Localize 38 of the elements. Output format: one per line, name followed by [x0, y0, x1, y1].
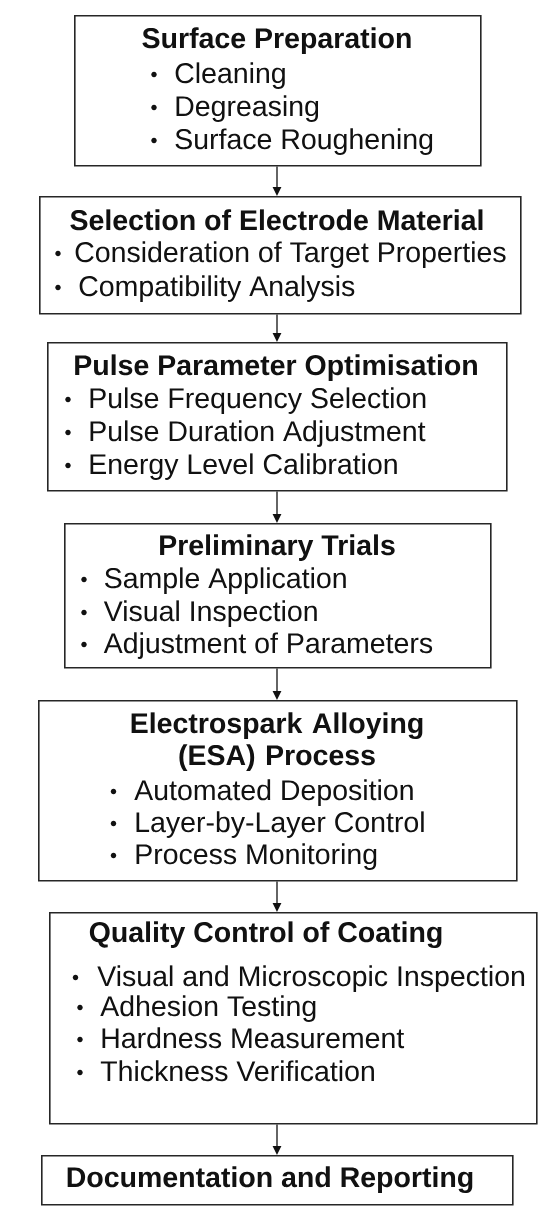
list-item: Pulse Frequency Selection — [90, 387, 426, 414]
list-item: Process Monitoring — [136, 843, 377, 870]
list-item: Automated Deposition — [134, 779, 413, 806]
list-item: Cleaning — [175, 62, 285, 89]
arrow — [272, 313, 282, 342]
step-heading: Electrospark Alloying (ESA) Process — [131, 712, 423, 771]
list-item: Sample Application — [105, 567, 346, 594]
arrow — [272, 490, 282, 523]
step-heading: Documentation and Reporting — [67, 1166, 473, 1194]
list-item: Pulse Duration Adjustment — [90, 420, 426, 447]
process-box — [74, 15, 482, 167]
arrow — [272, 1123, 282, 1155]
arrow — [272, 667, 282, 700]
list-item: Visual Inspection — [103, 600, 317, 627]
list-item: Layer-by-Layer Control — [136, 811, 424, 838]
list-item: Adhesion Testing — [100, 995, 316, 1022]
list-item: Compatibility Analysis — [79, 275, 355, 302]
step-heading: Selection of Electrode Material — [70, 209, 483, 231]
process-box — [49, 912, 538, 1125]
arrow — [272, 880, 282, 912]
list-item: Thickness Verification — [100, 1060, 374, 1082]
list-item: Surface Roughening — [175, 128, 433, 155]
process-box — [64, 523, 492, 669]
process-box — [39, 196, 522, 315]
arrow — [272, 165, 282, 196]
step-heading: Quality Control of Coating — [89, 921, 442, 949]
process-box — [47, 342, 508, 492]
list-item: Degreasing — [176, 95, 319, 122]
list-item: Consideration of Target Properties — [75, 241, 506, 268]
process-box — [38, 700, 518, 882]
step-heading: Preliminary Trials — [160, 534, 395, 561]
list-item: Hardness Measurement — [102, 1027, 405, 1049]
process-box — [41, 1155, 514, 1206]
step-heading: Pulse Parameter Optimisation — [75, 354, 477, 381]
list-item: Energy Level Calibration — [90, 453, 397, 480]
list-item: Visual and Microscopic Inspection — [97, 965, 525, 992]
step-heading: Surface Preparation — [142, 27, 411, 54]
list-item: Adjustment of Parameters — [103, 632, 433, 659]
